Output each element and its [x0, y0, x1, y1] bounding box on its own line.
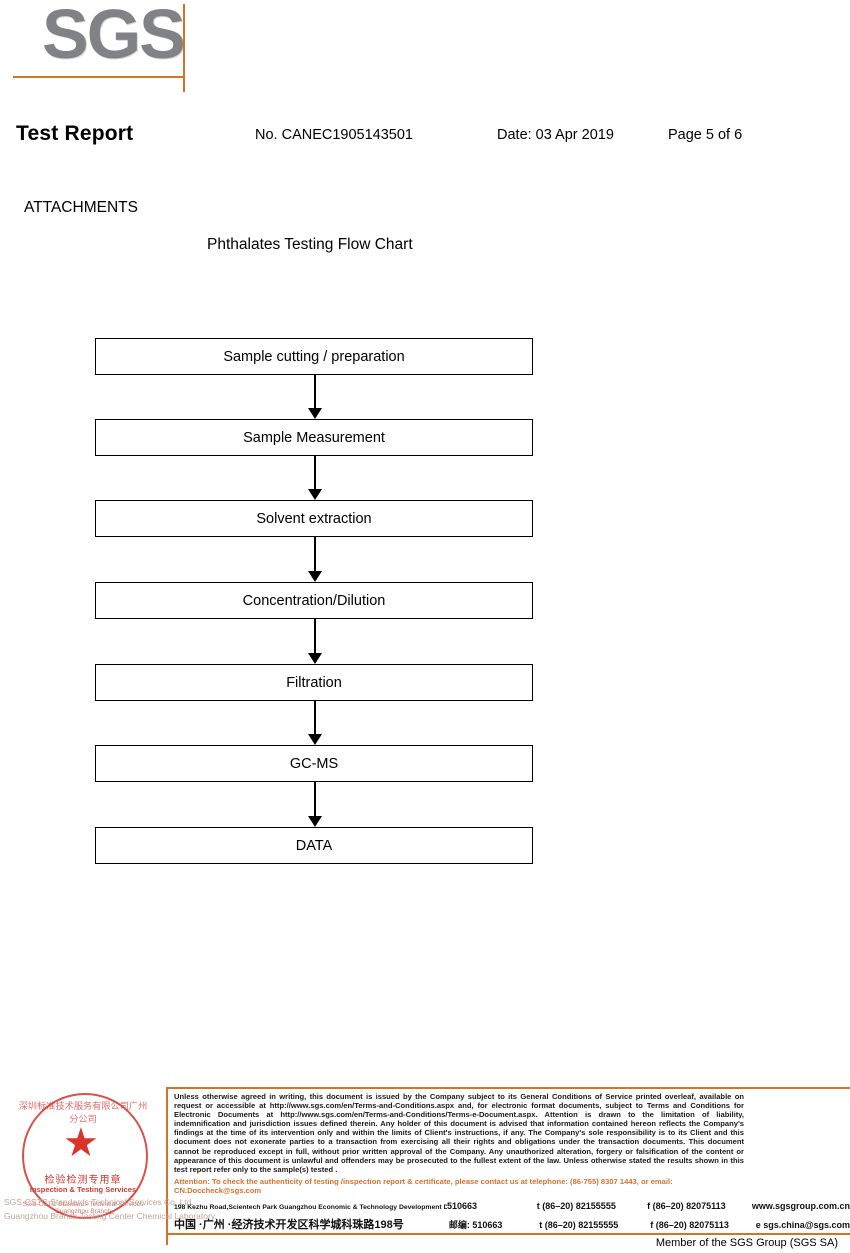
flow-step: Sample Measurement	[95, 419, 533, 456]
sgs-logo-text: SGS	[42, 0, 186, 73]
flow-box-concentration-dilution: Concentration/Dilution	[95, 582, 533, 619]
fax-english: f (86–20) 82075113	[647, 1201, 726, 1211]
flow-step: Concentration/Dilution	[95, 582, 533, 619]
footer-address-block: 198 Kezhu Road,Scientech Park Guangzhou …	[174, 1201, 850, 1231]
stamp-english-label: Inspection & Testing Services	[29, 1185, 137, 1194]
report-header: Test Report No. CANEC1905143501 Date: 03…	[0, 122, 850, 158]
flow-arrow-down-icon	[95, 375, 533, 419]
inspection-stamp: 深圳标准技术服务有限公司广州分公司 ★ 检验检测专用章 Inspection &…	[0, 1075, 217, 1253]
address-chinese: 中国 ·广州 ·经济技术开发区科学城科珠路198号	[174, 1219, 404, 1231]
flow-box-data: DATA	[95, 827, 533, 864]
member-of-sgs-group-text: Member of the SGS Group (SGS SA)	[655, 1237, 838, 1249]
address-english: 198 Kezhu Road,Scientech Park Guangzhou …	[174, 1204, 448, 1211]
zip-chinese: 邮编: 510663	[448, 1220, 503, 1230]
stamp-chinese-label: 检验检测专用章	[44, 1175, 122, 1186]
fax-chinese: f (86–20) 82075113	[650, 1220, 729, 1230]
logo-vertical-rule	[183, 4, 185, 92]
legal-disclaimer-text: Unless otherwise agreed in writing, this…	[174, 1092, 744, 1174]
flow-arrow-down-icon	[95, 537, 533, 582]
flowchart-title: Phthalates Testing Flow Chart	[207, 236, 413, 253]
flow-box-solvent-extraction: Solvent extraction	[95, 500, 533, 537]
footer-legal-block: Unless otherwise agreed in writing, this…	[174, 1092, 744, 1196]
star-icon: ★	[63, 1121, 99, 1165]
address-row-chinese: 中国 ·广州 ·经济技术开发区科学城科珠路198号 邮编: 510663 t (…	[174, 1216, 850, 1231]
address-row-english: 198 Kezhu Road,Scientech Park Guangzhou …	[174, 1201, 850, 1216]
report-number: No. CANEC1905143501	[255, 127, 413, 143]
report-date: Date: 03 Apr 2019	[497, 127, 614, 143]
stamp-arc-top-text: 深圳标准技术服务有限公司广州分公司	[18, 1101, 148, 1124]
flow-arrow-down-icon	[95, 456, 533, 500]
stamp-company-line-2: Guangzhou Branch Testing Center Chemical…	[4, 1211, 217, 1221]
flow-arrow-down-icon	[95, 701, 533, 745]
flow-box-filtration: Filtration	[95, 664, 533, 701]
zip-english: 510663	[447, 1201, 478, 1211]
telephone-english: t (86–20) 82155555	[536, 1201, 616, 1211]
flow-step: GC-MS	[95, 745, 533, 782]
telephone-chinese: t (86–20) 82155555	[539, 1220, 619, 1230]
flow-box-sample-cutting: Sample cutting / preparation	[95, 338, 533, 375]
flow-arrow-down-icon	[95, 619, 533, 664]
phthalates-testing-flowchart: Sample cutting / preparation Sample Meas…	[95, 338, 533, 864]
stamp-circle-icon	[22, 1093, 148, 1219]
page-indicator: Page 5 of 6	[668, 127, 743, 143]
footer-divider-top	[166, 1087, 850, 1089]
footer-divider-left	[166, 1087, 168, 1245]
website-english: www.sgsgroup.com.cn	[751, 1201, 850, 1211]
flow-step: Filtration	[95, 664, 533, 701]
flow-arrow-down-icon	[95, 782, 533, 827]
flow-box-gc-ms: GC-MS	[95, 745, 533, 782]
flow-step: Solvent extraction	[95, 500, 533, 537]
flow-step: Sample cutting / preparation	[95, 338, 533, 375]
stamp-arc-bottom-text: SGS-CSTC Standards Technical Services Gu…	[22, 1201, 144, 1215]
flow-step: DATA	[95, 827, 533, 864]
attachments-heading: ATTACHMENTS	[24, 199, 138, 216]
attention-notice-text: Attention: To check the authenticity of …	[174, 1176, 673, 1196]
stamp-company-line-1: SGS-CSTC Standards Technical Services Co…	[4, 1197, 194, 1207]
logo-horizontal-rule	[13, 76, 185, 78]
page-title: Test Report	[16, 122, 134, 145]
document-footer: 深圳标准技术服务有限公司广州分公司 ★ 检验检测专用章 Inspection &…	[0, 1075, 850, 1253]
sgs-logo: SGS	[0, 0, 260, 100]
flow-box-sample-measurement: Sample Measurement	[95, 419, 533, 456]
footer-divider-bottom	[166, 1233, 850, 1235]
email-chinese: e sgs.china@sgs.com	[755, 1220, 850, 1230]
